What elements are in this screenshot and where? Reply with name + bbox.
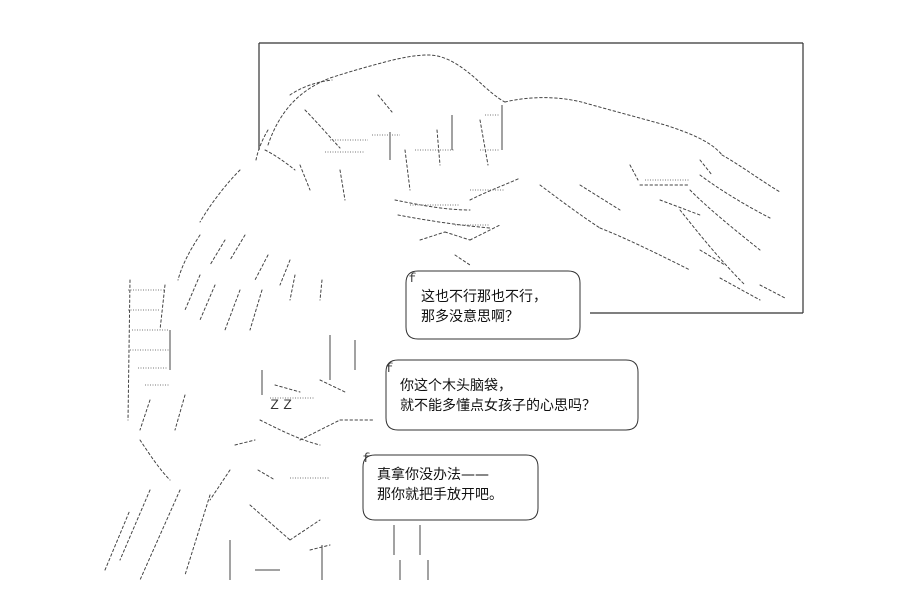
speech-text-3: 真拿你没办法—— 那你就把手放开吧。 (377, 465, 503, 505)
ascii-f-mark-2: ｆ (383, 361, 395, 375)
sleep-mark: ＺＺ (268, 398, 294, 413)
speech-bubble-2 (385, 359, 639, 431)
speech-line: 你这个木头脑袋， (400, 378, 512, 394)
arm-figure (394, 177, 521, 266)
speech-line: 这也不行那也不行， (421, 289, 547, 305)
head-figure (255, 54, 506, 201)
hand-figure (504, 97, 786, 301)
ascii-f-mark-1: ｆ (406, 271, 418, 285)
panel-frame (258, 42, 804, 314)
speech-line: 就不能多懂点女孩子的心思吗？ (400, 398, 596, 414)
speech-text-2: 你这个木头脑袋， 就不能多懂点女孩子的心思吗？ (400, 376, 596, 416)
speech-bubble-1 (405, 270, 581, 340)
ascii-f-mark-3: ｆ (360, 451, 372, 465)
speech-line: 真拿你没办法—— (377, 467, 489, 483)
speech-bubble-3 (362, 454, 539, 521)
speech-line: 那你就把手放开吧。 (377, 487, 503, 503)
body-figure (104, 169, 429, 581)
speech-text-1: 这也不行那也不行， 那多没意思啊？ (421, 287, 547, 327)
speech-line: 那多没意思啊？ (421, 309, 519, 325)
